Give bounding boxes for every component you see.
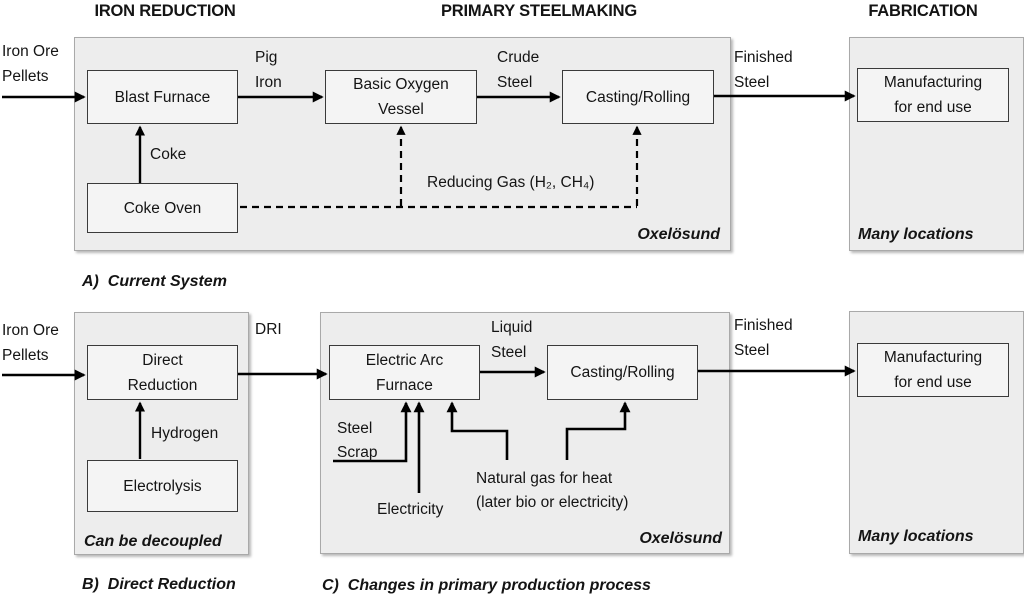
caption-direct-reduction: B) Direct Reduction bbox=[82, 576, 236, 593]
label-hydrogen: Hydrogen bbox=[151, 425, 219, 442]
label-pig-iron: Pig Iron bbox=[255, 49, 282, 91]
header-primary-steelmaking: PRIMARY STEELMAKING bbox=[440, 2, 638, 20]
label-many-locations-top: Many locations bbox=[858, 226, 974, 243]
label-dri: DRI bbox=[255, 321, 282, 338]
label-location-oxelosund-top: Oxelösund bbox=[637, 226, 720, 243]
label-crude-steel: Crude Steel bbox=[497, 49, 540, 91]
label-finished-steel-top: Finished Steel bbox=[734, 49, 793, 91]
label-many-locations-bottom: Many locations bbox=[858, 528, 974, 545]
label-natural-gas: Natural gas for heat (later bio or elect… bbox=[476, 470, 629, 511]
label-electricity: Electricity bbox=[377, 501, 444, 518]
box-electric-arc-furnace: Electric Arc Furnace bbox=[329, 345, 480, 400]
box-manufacturing-bottom: Manufacturing for end use bbox=[857, 343, 1009, 397]
header-iron-reduction: IRON REDUCTION bbox=[94, 2, 236, 20]
label-iron-ore-pellets-bottom: Iron Ore Pellets bbox=[2, 322, 59, 364]
caption-current-system: A) Current System bbox=[82, 273, 227, 290]
label-reducing-gas: Reducing Gas (H₂, CH₄) bbox=[427, 174, 595, 191]
label-finished-steel-bottom: Finished Steel bbox=[734, 317, 793, 359]
box-casting-rolling-bottom: Casting/Rolling bbox=[547, 345, 698, 400]
box-blast-furnace: Blast Furnace bbox=[87, 70, 238, 124]
box-electrolysis: Electrolysis bbox=[87, 460, 238, 512]
header-fabrication: FABRICATION bbox=[868, 2, 978, 20]
label-can-be-decoupled: Can be decoupled bbox=[84, 533, 222, 550]
box-manufacturing-top: Manufacturing for end use bbox=[857, 68, 1009, 122]
caption-primary-production-changes: C) Changes in primary production process bbox=[322, 577, 651, 594]
label-coke: Coke bbox=[150, 146, 187, 163]
box-casting-rolling-top: Casting/Rolling bbox=[562, 70, 714, 124]
label-steel-scrap: Steel Scrap bbox=[337, 420, 378, 461]
box-coke-oven: Coke Oven bbox=[87, 183, 238, 233]
box-basic-oxygen-vessel: Basic Oxygen Vessel bbox=[325, 70, 477, 124]
label-iron-ore-pellets-top: Iron Ore Pellets bbox=[2, 43, 59, 85]
label-liquid-steel: Liquid Steel bbox=[491, 319, 533, 361]
box-direct-reduction: Direct Reduction bbox=[87, 345, 238, 400]
label-location-oxelosund-bottom: Oxelösund bbox=[639, 530, 722, 547]
